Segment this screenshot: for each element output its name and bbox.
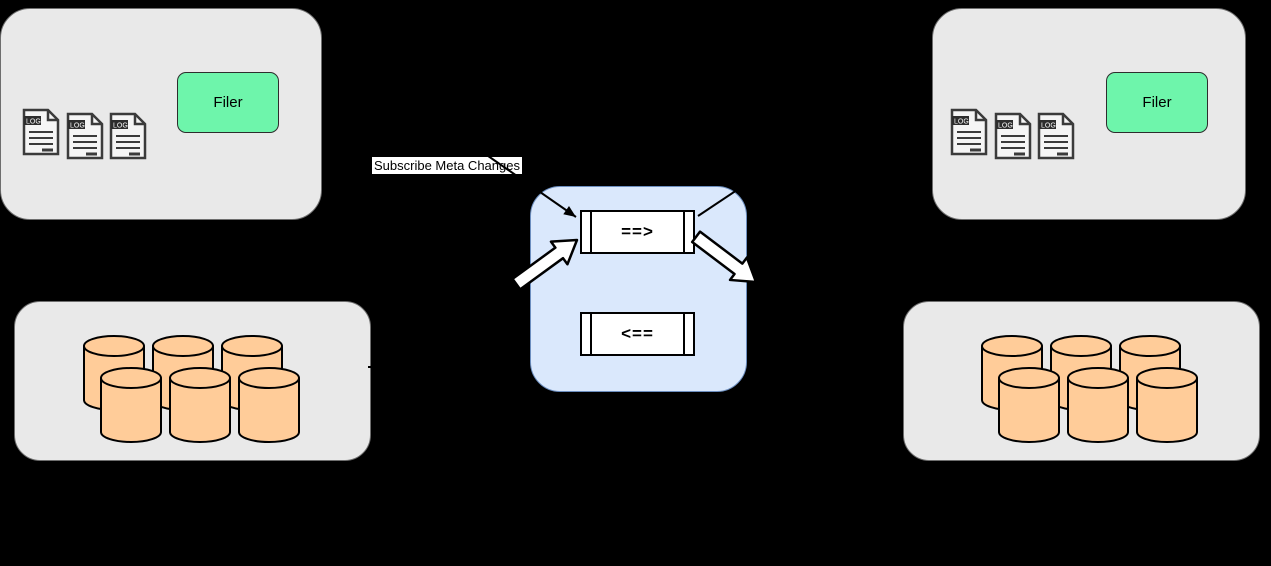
backward-queue: <== — [580, 312, 695, 356]
log-badge: LOG — [954, 119, 969, 126]
queue-endcap — [582, 212, 592, 252]
filer-label: Filer — [213, 94, 243, 111]
log-badge: LOG — [1041, 123, 1056, 130]
queue-endcap — [582, 314, 592, 354]
volume-cylinder-icon — [100, 367, 162, 444]
queue-endcap — [683, 314, 693, 354]
forward-queue: ==> — [580, 210, 695, 254]
volume-cylinder-icon — [998, 367, 1060, 444]
log-file-icon: LOG — [994, 112, 1032, 160]
log-badge: LOG — [70, 123, 85, 130]
queue-endcap — [683, 212, 693, 252]
filer-label: Filer — [1142, 94, 1172, 111]
volume-cylinder-icon — [1067, 367, 1129, 444]
log-badge: LOG — [113, 123, 128, 130]
forward-queue-label: ==> — [621, 222, 654, 241]
filer-box: Filer — [177, 72, 279, 133]
volume-cylinder-icon — [1136, 367, 1198, 444]
log-file-icon: LOG — [66, 112, 104, 160]
volume-cylinder-icon — [238, 367, 300, 444]
log-badge: LOG — [26, 119, 41, 126]
log-file-icon: LOG — [109, 112, 147, 160]
backward-queue-label: <== — [621, 324, 654, 343]
subscribe-meta-changes-label: Subscribe Meta Changes — [372, 157, 522, 174]
volume-cylinder-icon — [169, 367, 231, 444]
filer-box: Filer — [1106, 72, 1208, 133]
log-file-icon: LOG — [1037, 112, 1075, 160]
log-badge: LOG — [998, 123, 1013, 130]
filer-cluster-right: Filer — [932, 8, 1246, 220]
log-file-icon: LOG — [950, 108, 988, 156]
log-file-icon: LOG — [22, 108, 60, 156]
